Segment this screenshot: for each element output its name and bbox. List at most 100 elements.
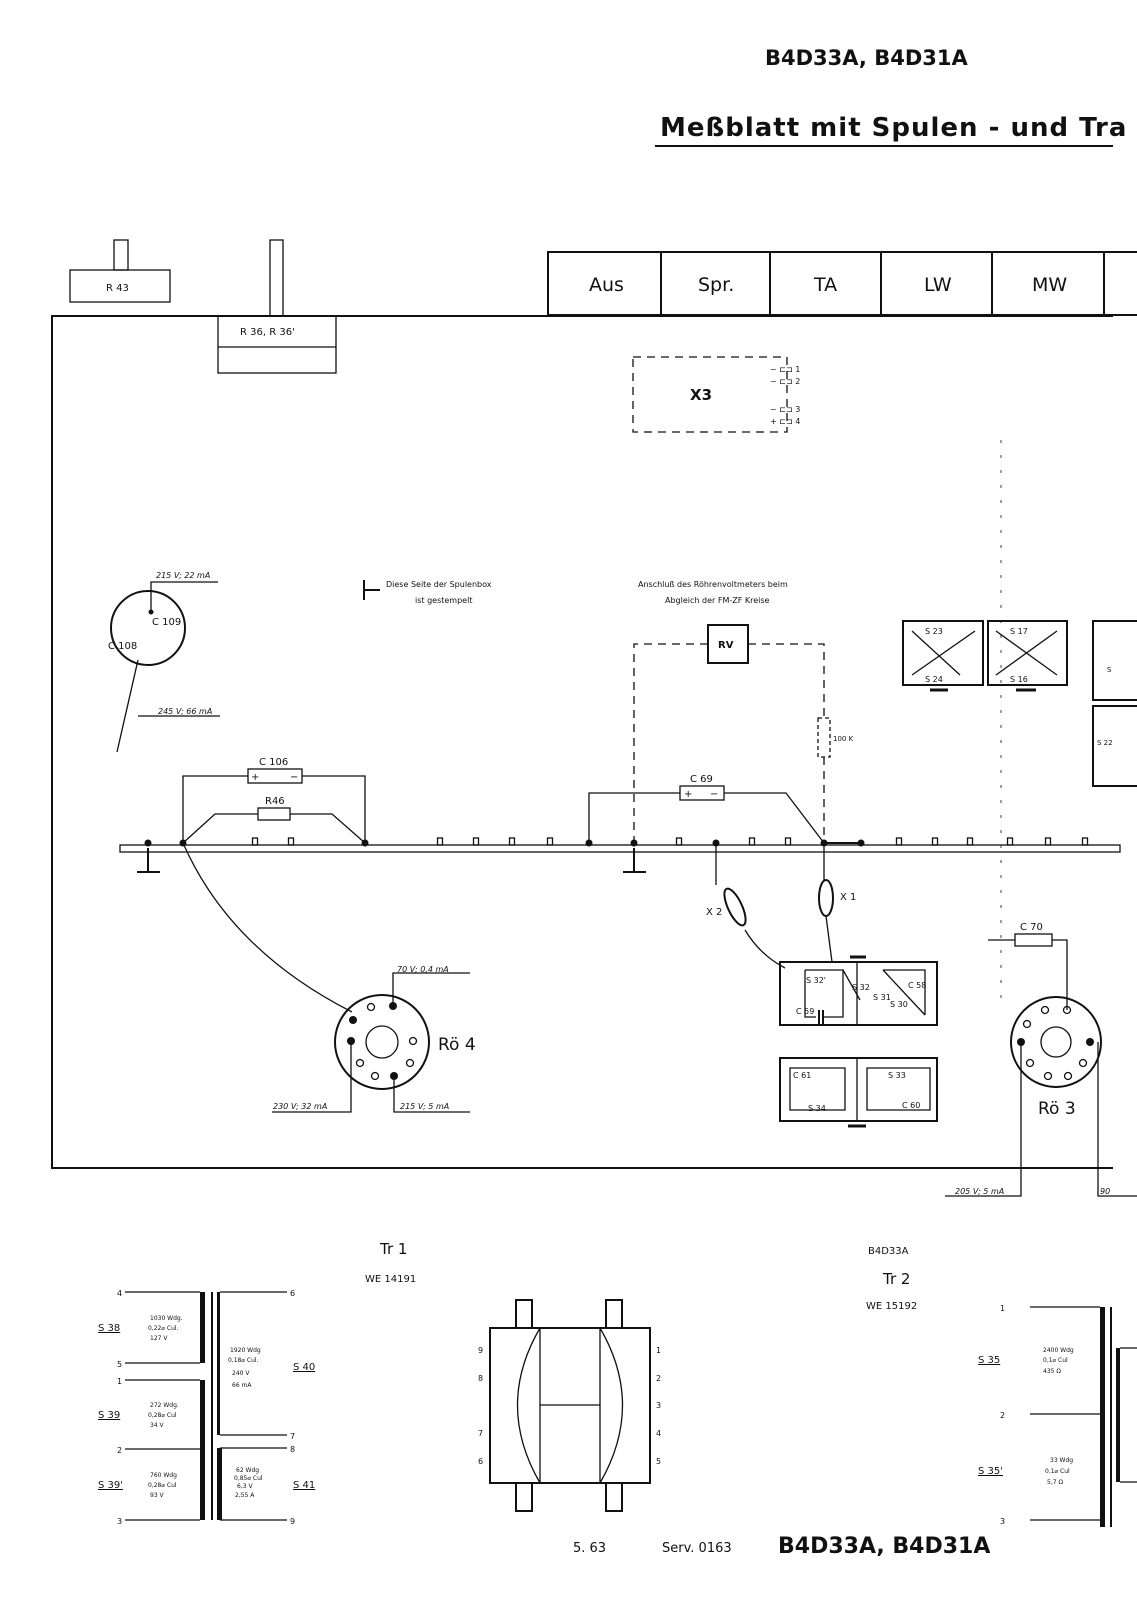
svg-text:C 59: C 59 xyxy=(796,1007,814,1016)
tr1-core-drawing: 9 8 7 6 1 2 3 4 5 xyxy=(478,1299,661,1512)
tube-socket-ro3: C 70 Rö 3 205 V; 5 mA 90 xyxy=(945,922,1137,1197)
tr1-label: Tr 1 xyxy=(379,1240,407,1258)
svg-text:4: 4 xyxy=(117,1289,122,1298)
svg-text:R 43: R 43 xyxy=(106,283,129,294)
svg-text:8: 8 xyxy=(478,1374,483,1383)
solder-lug xyxy=(630,839,638,847)
if-coil-box-upper: S 32' S 32 S 31 S 30 C 59 C 58 xyxy=(779,955,938,1026)
solder-lug xyxy=(508,837,516,846)
solder-lug xyxy=(784,837,792,846)
svg-text:Diese Seite der Spulenbox: Diese Seite der Spulenbox xyxy=(386,580,492,589)
svg-text:70 V; 0,4 mA: 70 V; 0,4 mA xyxy=(397,965,449,974)
switch-spr: Spr. xyxy=(698,274,734,296)
svg-text:127 V: 127 V xyxy=(150,1335,168,1342)
solder-lug xyxy=(931,837,939,846)
svg-text:9: 9 xyxy=(478,1346,483,1355)
svg-text:C 109: C 109 xyxy=(152,617,181,628)
solder-lug xyxy=(251,837,259,846)
svg-text:Anschluß des Röhrenvoltmeter: Anschluß des Röhrenvoltmeters beim xyxy=(638,580,788,589)
c69-capacitor: +− C 69 xyxy=(588,774,825,844)
solder-lug xyxy=(361,839,369,847)
solder-lug xyxy=(1044,837,1052,846)
svg-text:−: − xyxy=(710,789,718,800)
rf-coil-boxes: S 23 S 24 S 17 S 16 S 22 S xyxy=(902,620,1137,787)
svg-text:3: 3 xyxy=(656,1401,661,1410)
solder-lug xyxy=(895,837,903,846)
svg-text:C 70: C 70 xyxy=(1020,922,1043,933)
svg-text:C 69: C 69 xyxy=(690,774,713,785)
x1-x2-probe-points: X 1 X 2 xyxy=(706,843,856,969)
svg-text:33 Wdg: 33 Wdg xyxy=(1050,1457,1073,1464)
svg-text:R46: R46 xyxy=(265,796,285,807)
tr2-label: Tr 2 xyxy=(882,1270,910,1288)
svg-text:215 V; 5 mA: 215 V; 5 mA xyxy=(400,1102,449,1111)
svg-text:X 2: X 2 xyxy=(706,907,722,918)
solder-lug xyxy=(966,837,974,846)
solder-lug xyxy=(857,839,865,847)
svg-text:S 32': S 32' xyxy=(806,976,826,985)
svg-text:100 K: 100 K xyxy=(833,735,854,743)
svg-text:0,28⌀ Cul: 0,28⌀ Cul xyxy=(148,1412,177,1419)
svg-text:2: 2 xyxy=(1000,1411,1005,1420)
rv-note: Anschluß des Röhrenvoltmeters beim Abgle… xyxy=(638,580,788,605)
tr2-model: B4D33A xyxy=(868,1246,909,1257)
svg-text:0,1⌀ Cul: 0,1⌀ Cul xyxy=(1045,1468,1070,1475)
svg-text:RV: RV xyxy=(718,640,734,651)
tube-voltmeter: RV 100 K xyxy=(633,624,854,848)
header-models: B4D33A, B4D31A xyxy=(765,46,968,70)
svg-text:6,3 V: 6,3 V xyxy=(237,1483,253,1490)
switch-lw: LW xyxy=(924,274,952,296)
svg-text:1030 Wdg.: 1030 Wdg. xyxy=(150,1315,183,1322)
svg-text:S 35': S 35' xyxy=(978,1466,1003,1477)
svg-text:435 Ω: 435 Ω xyxy=(1043,1368,1061,1375)
svg-text:34 V: 34 V xyxy=(150,1422,165,1429)
tr1-winding-diagram: 4 5 1 2 3 6 7 8 9 S 38 1030 Wdg. 0,22⌀ C… xyxy=(98,1289,315,1526)
r36-potentiometer: R 36, R 36' xyxy=(217,239,337,374)
svg-text:C 61: C 61 xyxy=(793,1071,811,1080)
svg-text:C 106: C 106 xyxy=(259,757,288,768)
footer-date: 5. 63 xyxy=(573,1541,606,1556)
svg-text:~ ⊏⊐ 1: ~ ⊏⊐ 1 xyxy=(770,365,800,374)
svg-text:7: 7 xyxy=(290,1432,295,1441)
svg-text:2400 Wdg: 2400 Wdg xyxy=(1043,1347,1074,1354)
svg-text:2: 2 xyxy=(656,1374,661,1383)
x3-connector: X3 ~ ⊏⊐ 1 ~ ⊏⊐ 2 ~ ⊏⊐ 3 + ⊏⊐ 4 xyxy=(632,356,800,433)
svg-text:+: + xyxy=(251,772,259,783)
svg-text:1: 1 xyxy=(656,1346,661,1355)
svg-text:S 17: S 17 xyxy=(1010,627,1028,636)
svg-text:205 V; 5 mA: 205 V; 5 mA xyxy=(955,1187,1004,1196)
svg-text:Abgleich der FM-ZF Kreise: Abgleich der FM-ZF Kreise xyxy=(665,596,770,605)
svg-text:S 30: S 30 xyxy=(890,1000,908,1009)
svg-text:S 35: S 35 xyxy=(978,1355,1000,1366)
svg-text:~ ⊏⊐ 3: ~ ⊏⊐ 3 xyxy=(770,405,800,414)
svg-text:S 32: S 32 xyxy=(852,983,870,992)
svg-text:S: S xyxy=(1107,666,1112,674)
svg-text:0,85⌀ Cul: 0,85⌀ Cul xyxy=(234,1475,263,1482)
svg-text:S 22: S 22 xyxy=(1097,739,1113,747)
svg-text:S 40: S 40 xyxy=(293,1362,315,1373)
svg-text:S 33: S 33 xyxy=(888,1071,906,1080)
solder-lug xyxy=(144,839,152,847)
svg-text:0,22⌀ Cul.: 0,22⌀ Cul. xyxy=(148,1325,179,1332)
svg-text:0,28⌀ Cul: 0,28⌀ Cul xyxy=(148,1482,177,1489)
solder-lug xyxy=(820,839,828,847)
svg-text:S 31: S 31 xyxy=(873,993,891,1002)
solder-lug xyxy=(436,837,444,846)
svg-text:0,1⌀ Cul: 0,1⌀ Cul xyxy=(1043,1357,1068,1364)
svg-text:S 24: S 24 xyxy=(925,675,943,684)
svg-text:2: 2 xyxy=(117,1446,122,1455)
svg-text:S 34: S 34 xyxy=(808,1104,826,1113)
svg-text:S 39': S 39' xyxy=(98,1480,123,1491)
solder-lug xyxy=(287,837,295,846)
svg-text:+ ⊏⊐ 4: + ⊏⊐ 4 xyxy=(770,417,800,426)
svg-text:5,7 Ω: 5,7 Ω xyxy=(1047,1479,1063,1486)
svg-text:2,55 A: 2,55 A xyxy=(235,1492,255,1499)
solder-strip xyxy=(119,837,1121,873)
svg-text:90: 90 xyxy=(1100,1187,1110,1196)
svg-text:C 60: C 60 xyxy=(902,1101,920,1110)
svg-text:62 Wdg: 62 Wdg xyxy=(236,1467,259,1474)
page-title: Meßblatt mit Spulen - und Tra xyxy=(660,113,1127,143)
switch-bank: Aus Spr. TA LW MW xyxy=(547,251,1137,316)
svg-text:0,18⌀ Cul.: 0,18⌀ Cul. xyxy=(228,1357,259,1364)
